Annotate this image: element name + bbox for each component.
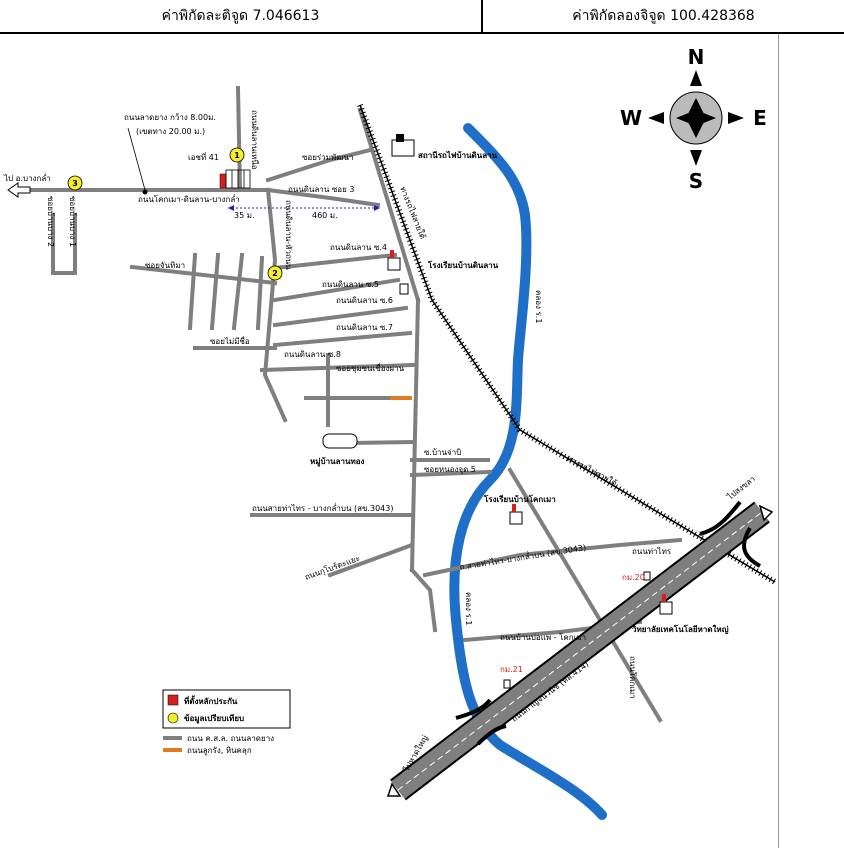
svg-text:ซอยหนองจุด 5: ซอยหนองจุด 5: [424, 465, 476, 474]
compass-icon: N S W E: [620, 45, 767, 193]
svg-text:ซอยบ้านบาง 1: ซอยบ้านบาง 1: [68, 196, 77, 247]
svg-text:(เขตทาง 20.00 ม.): (เขตทาง 20.00 ม.): [136, 127, 205, 136]
svg-text:2: 2: [272, 269, 278, 278]
latitude-text: ค่าพิกัดละติจูด 7.046613: [161, 8, 320, 24]
svg-text:ข้อมูลเปรียบเทียบ: ข้อมูลเปรียบเทียบ: [184, 713, 244, 724]
svg-text:ที่ตั้งหลักประกัน: ที่ตั้งหลักประกัน: [184, 695, 238, 706]
svg-text:ถนนดินลาน ซ.5: ถนนดินลาน ซ.5: [322, 280, 379, 289]
svg-text:ไปสงขลา: ไปสงขลา: [725, 474, 757, 502]
map-legend: ที่ตั้งหลักประกัน ข้อมูลเปรียบเทียบ ถนน …: [162, 689, 291, 756]
svg-text:ถนนสายท่าไทร - บางกล่ำบน (สข.3: ถนนสายท่าไทร - บางกล่ำบน (สข.3043): [252, 502, 393, 513]
road-central: [409, 297, 421, 573]
road-soi3: [265, 187, 381, 208]
road-dinlan-south: [262, 187, 288, 423]
svg-text:ถนนดินลาน ซอย 3: ถนนดินลาน ซอย 3: [288, 185, 354, 194]
svg-text:N: N: [688, 45, 705, 69]
road-kulo: [327, 542, 415, 578]
coordinate-bar: ค่าพิกัดละติจูด 7.046613 ค่าพิกัดลองจิจู…: [0, 0, 844, 34]
road-soi4: [272, 252, 398, 271]
page-border: [778, 34, 779, 848]
svg-text:ถนน ค.ส.ล. ถนนลาดยาง: ถนน ค.ส.ล. ถนนลาดยาง: [187, 734, 274, 743]
village-icon: [322, 433, 358, 449]
road-ruamphatthana: [265, 147, 373, 183]
km-post-icon: [643, 571, 651, 581]
km-post-icon: [503, 679, 511, 689]
road-3043-east: [422, 537, 683, 578]
road-chanthima: [129, 264, 278, 286]
collateral-site: [219, 173, 227, 189]
svg-text:ถนนดินลาน ซ.6: ถนนดินลาน ซ.6: [336, 296, 393, 305]
gas-station-icon: [399, 283, 409, 295]
svg-text:ถนนดินลาน ซ.7: ถนนดินลาน ซ.7: [336, 323, 393, 332]
svg-text:โรงเรียนบ้านโคกเมา: โรงเรียนบ้านโคกเมา: [483, 494, 556, 504]
svg-text:ถนนโคกเมา-ดินลาน-บางกล่ำ: ถนนโคกเมา-ดินลาน-บางกล่ำ: [138, 193, 240, 204]
svg-text:เอชที่ 41: เอชที่ 41: [188, 151, 219, 162]
highway-414: [386, 500, 774, 801]
coordinate-divider: [481, 0, 483, 32]
svg-text:หมู่บ้านลานทอง: หมู่บ้านลานทอง: [310, 456, 365, 467]
svg-text:ถนนดินลาน-หัวถนน: ถนนดินลาน-หัวถนน: [284, 200, 293, 270]
svg-text:S: S: [689, 169, 703, 193]
svg-text:ถนนลูกรัง, หินคลุก: ถนนลูกรัง, หินคลุก: [187, 746, 252, 756]
svg-text:สถานีรถไฟบ้านดินลาน: สถานีรถไฟบ้านดินลาน: [418, 150, 498, 160]
marker-1: 1: [229, 147, 245, 163]
svg-text:460 ม.: 460 ม.: [312, 211, 338, 220]
arrow-to-bangklam: [7, 182, 31, 198]
marker-3: 3: [67, 175, 83, 191]
road-upper: [357, 107, 421, 303]
svg-text:ถนนท่าไทร: ถนนท่าไทร: [632, 547, 672, 556]
road-khokmao: [507, 467, 663, 723]
road-soi-left: [51, 213, 77, 275]
railway: [357, 103, 777, 585]
svg-text:ทางรถไฟสายใต้: ทางรถไฟสายใต้: [565, 454, 618, 488]
svg-text:ซอยจันทิมา: ซอยจันทิมา: [145, 261, 185, 270]
marker-2: 2: [267, 265, 283, 281]
svg-text:ซอยบ้านบาง 2: ซอยบ้านบาง 2: [46, 196, 55, 247]
svg-text:ซอยชุมชนเชื่องผ่าน: ซอยชุมชนเชื่องผ่าน: [336, 362, 405, 373]
svg-text:ถนนโคกเมา: ถนนโคกเมา: [628, 656, 638, 699]
svg-text:1: 1: [234, 151, 240, 160]
svg-text:โรงเรียนบ้านดินลาน: โรงเรียนบ้านดินลาน: [427, 260, 499, 270]
road-soi8: [259, 362, 417, 373]
svg-text:ถนนดินลาน ซ.8: ถนนดินลาน ซ.8: [284, 350, 341, 359]
train-station-icon: [391, 134, 415, 157]
road-soi7: [272, 330, 413, 348]
svg-text:กม.21: กม.21: [500, 665, 523, 674]
school-icon: [509, 504, 523, 525]
svg-text:ทางรถไฟสายใต้: ทางรถไฟสายใต้: [398, 185, 427, 240]
svg-text:ซอยร่วมพัฒนา: ซอยร่วมพัฒนา: [302, 153, 353, 162]
svg-text:ซอยไม่มีชื่อ: ซอยไม่มีชื่อ: [210, 335, 250, 346]
svg-text:ซ.บ้านจ่าบิ: ซ.บ้านจ่าบิ: [424, 448, 461, 457]
road-dinlan-north: [235, 85, 243, 193]
svg-text:35 ม.: 35 ม.: [234, 211, 255, 220]
svg-text:W: W: [620, 106, 642, 130]
road-soi6: [272, 305, 409, 328]
svg-text:E: E: [753, 106, 767, 130]
college-icon: [659, 594, 673, 615]
svg-text:ถนนดินลาน ซ.4: ถนนดินลาน ซ.4: [330, 243, 387, 252]
road-network: [28, 85, 683, 723]
svg-text:กม.20: กม.20: [622, 573, 645, 582]
svg-text:คลอง ร.1: คลอง ร.1: [464, 592, 473, 625]
svg-text:ถนนดินลานเหนือ: ถนนดินลานเหนือ: [250, 110, 259, 170]
svg-text:3: 3: [72, 179, 78, 188]
svg-text:ถนนลาดยาง กว้าง 8.00ม.: ถนนลาดยาง กว้าง 8.00ม.: [124, 113, 216, 122]
svg-text:คลอง ร.1: คลอง ร.1: [534, 290, 543, 323]
canal: [449, 123, 607, 820]
road-lower: [409, 567, 438, 633]
longitude-text: ค่าพิกัดลองจิจูด 100.428368: [572, 8, 755, 24]
svg-text:วิทยาลัยเทคโนโลยีหาดใหญ่: วิทยาลัยเทคโนโลยีหาดใหญ่: [631, 624, 728, 635]
road-soi5: [272, 277, 401, 303]
school-icon: [387, 250, 401, 271]
svg-text:ถนนบ้านบ่อแพ - โคกเมา: ถนนบ้านบ่อแพ - โคกเมา: [500, 632, 586, 642]
svg-text:ไป อ.บางกล่ำ: ไป อ.บางกล่ำ: [3, 172, 51, 183]
